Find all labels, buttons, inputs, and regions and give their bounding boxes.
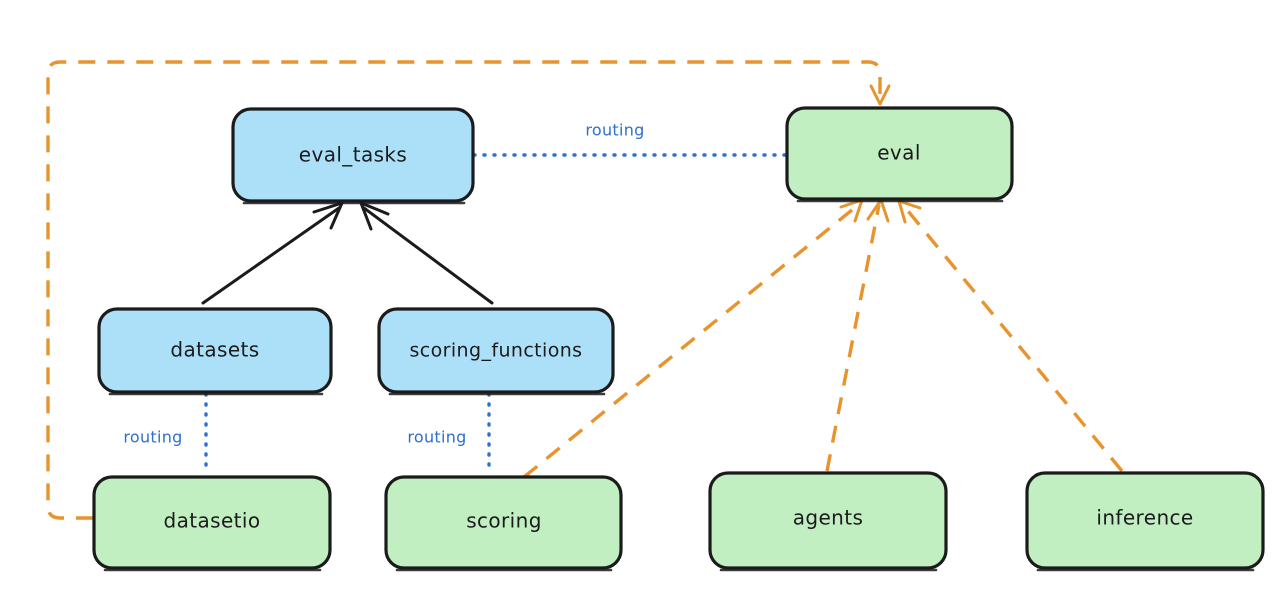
node-scoring-functions-label: scoring_functions <box>410 340 583 362</box>
node-scoring-box[interactable] <box>384 475 623 570</box>
node-eval-box[interactable] <box>785 106 1014 201</box>
edge-label-routing-datasets-datasetio: routing <box>123 428 182 447</box>
node-scoring-label: scoring <box>466 509 542 533</box>
node-datasets-label: datasets <box>170 338 259 362</box>
node-datasets[interactable]: datasets <box>97 307 333 396</box>
node-scoring[interactable]: scoring <box>384 475 623 572</box>
node-eval-tasks-box[interactable] <box>231 107 475 203</box>
edge-line-datasets-evaltasks <box>201 206 341 305</box>
edge-labels: routing routing routing <box>123 121 644 447</box>
edge-scoringfunctions-to-eval-tasks <box>359 201 494 305</box>
edge-line-scoringfunctions-evaltasks <box>362 206 494 305</box>
arrowhead-datasetio-eval <box>869 84 891 106</box>
node-eval-tasks[interactable]: eval_tasks <box>231 107 475 205</box>
node-datasetio-box[interactable] <box>92 475 332 570</box>
node-eval-label: eval <box>877 141 921 165</box>
edge-label-routing-scoringfunctions-scoring: routing <box>407 428 466 447</box>
node-eval[interactable]: eval <box>785 106 1014 203</box>
node-scoring-functions-box[interactable] <box>377 307 615 394</box>
structural-edges <box>201 201 494 305</box>
node-inference[interactable]: inference <box>1025 471 1265 572</box>
node-datasetio-label: datasetio <box>163 509 260 533</box>
edge-label-routing-evaltasks-eval: routing <box>585 121 644 140</box>
edge-line-datasetio-eval <box>46 60 882 520</box>
node-agents[interactable]: agents <box>708 471 948 572</box>
edge-line-agents-eval <box>825 204 881 472</box>
edge-line-inference-eval <box>901 203 1124 473</box>
node-datasetio[interactable]: datasetio <box>92 475 332 572</box>
routing-edges <box>204 153 788 476</box>
edge-datasets-to-eval-tasks <box>201 201 344 305</box>
edge-agents-to-eval <box>825 198 890 472</box>
edge-datasetio-to-eval <box>46 60 891 520</box>
edge-inference-to-eval <box>897 199 1124 473</box>
node-scoring-functions[interactable]: scoring_functions <box>377 307 615 396</box>
node-inference-box[interactable] <box>1025 471 1265 570</box>
node-agents-label: agents <box>793 506 864 530</box>
node-eval-tasks-label: eval_tasks <box>299 143 407 167</box>
edge-line-scoring-eval <box>522 203 860 479</box>
node-inference-label: inference <box>1096 506 1193 530</box>
node-agents-box[interactable] <box>708 471 948 570</box>
node-datasets-box[interactable] <box>97 307 333 394</box>
